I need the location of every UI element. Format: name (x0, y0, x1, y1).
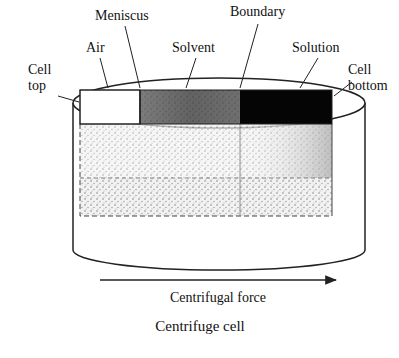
meniscus-line (139, 90, 141, 124)
dashed-edge (80, 178, 332, 179)
lower-band (80, 178, 332, 216)
air-label: Air (86, 40, 126, 56)
force-arrow (100, 279, 336, 281)
cell-edge (332, 124, 333, 216)
air-region (80, 90, 140, 124)
solution-region (240, 90, 332, 124)
meniscus-label: Meniscus (95, 8, 175, 24)
solvent-region (140, 90, 240, 124)
force-label: Centrifugal force (118, 290, 318, 306)
cell-top-label: Cell top (28, 62, 68, 94)
leader-lines (58, 24, 352, 102)
window-outline (80, 90, 332, 124)
cell-bottom-label: Cell bottom (348, 62, 396, 94)
figure-caption: Centrifuge cell (100, 318, 300, 335)
cell-cavity (80, 124, 332, 216)
boundary-edge (240, 124, 241, 216)
cylinder-top (73, 78, 365, 128)
boundary-label: Boundary (230, 4, 310, 20)
solution-label: Solution (292, 40, 362, 56)
cylinder-body (73, 103, 365, 270)
solvent-label: Solvent (172, 40, 242, 56)
dashed-edge (80, 124, 332, 216)
solvent-texture (140, 90, 240, 124)
